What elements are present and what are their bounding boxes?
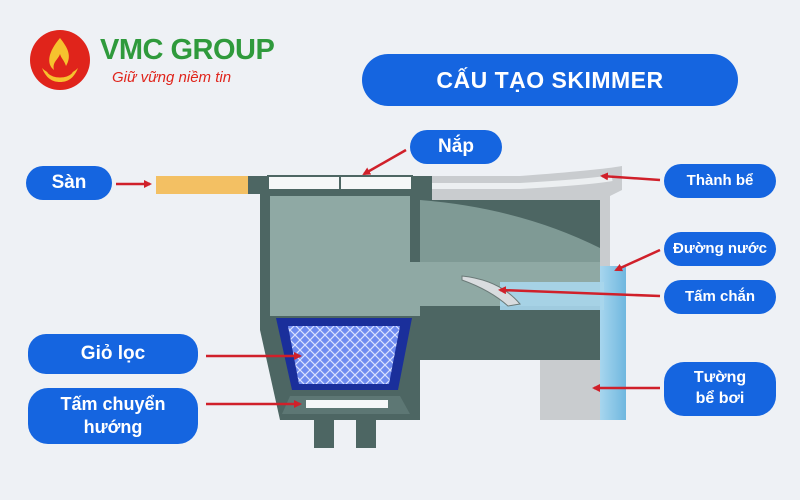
label-tam-chuyen-huong-line1: Tấm chuyển [60, 393, 166, 414]
pool-water [600, 266, 626, 420]
label-nap: Nắp [410, 130, 502, 164]
arrow-duong-nuoc [614, 248, 661, 272]
label-thanh-be: Thành bể [664, 164, 776, 198]
deck [156, 176, 248, 194]
filter-basket [276, 318, 412, 390]
label-san: Sàn [26, 166, 112, 200]
callout-arrows [116, 148, 661, 408]
label-tam-chuyen-huong-line2: hướng [83, 417, 143, 437]
water-inlet [500, 282, 604, 310]
label-duong-nuoc: Đường nước [664, 232, 776, 266]
weir-flap [461, 275, 521, 307]
arrow-nap [362, 148, 407, 176]
page-title: CẤU TẠO SKIMMER [362, 54, 738, 106]
label-tuong-be-boi: Tường bể bơi [664, 362, 776, 416]
flame-logo-icon [30, 30, 90, 90]
arrow-thanh-be [600, 172, 661, 182]
brand-slogan: Giữ vững niềm tin [112, 69, 232, 86]
label-tuong-be-boi-line2: bể bơi [695, 390, 745, 407]
vmc-logo: VMC GROUP Giữ vững niềm tin [28, 28, 288, 98]
arrow-tam-chan [498, 286, 661, 298]
brand-name: VMC GROUP [100, 34, 275, 66]
diverter-plate [282, 396, 410, 414]
label-gio-loc: Giỏ lọc [28, 334, 198, 374]
label-tam-chuyen-huong: Tấm chuyển hướng [28, 388, 198, 444]
label-tuong-be-boi-line1: Tường [693, 369, 747, 387]
label-tam-chan: Tấm chắn [664, 280, 776, 314]
